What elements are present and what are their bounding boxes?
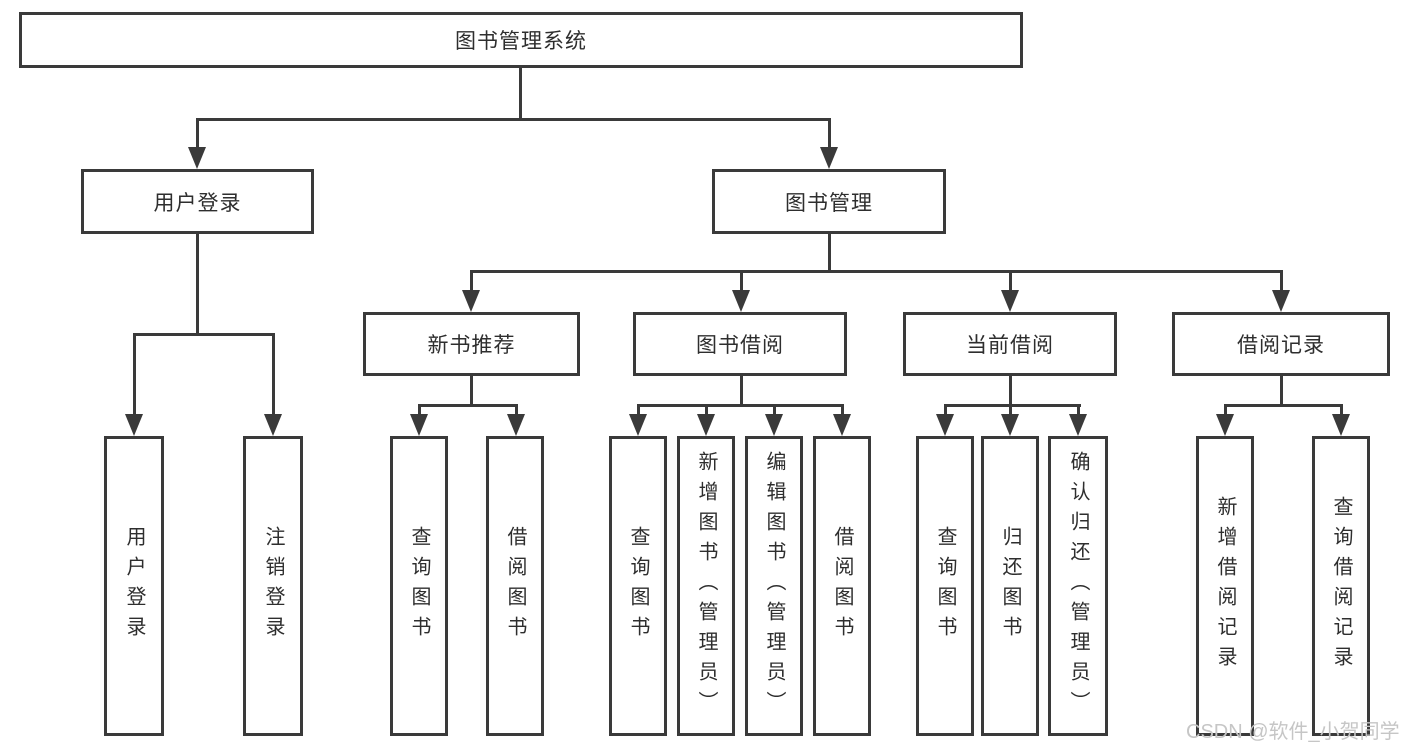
node-book-management: 图书管理 (712, 169, 946, 234)
leaf-user-login: 用户登录 (104, 436, 164, 736)
arrow-down-icon (1272, 290, 1290, 312)
connector-line (827, 234, 831, 272)
leaf-borrow-books-recommend: 借阅图书 (486, 436, 544, 736)
connector-line (704, 404, 708, 416)
connector-line (1279, 376, 1283, 406)
leaf-edit-book-admin: 编辑图书（管理员） (745, 436, 803, 736)
leaf-query-books-recommend: 查询图书 (390, 436, 448, 736)
connector-line (1223, 404, 1227, 416)
node-current-borrowing-label: 当前借阅 (966, 334, 1054, 357)
connector-line (132, 333, 136, 416)
arrow-down-icon (264, 414, 282, 436)
node-book-borrowing-label: 图书借阅 (696, 334, 784, 357)
connector-line (1279, 270, 1283, 292)
connector-line (469, 270, 473, 292)
connector-line (469, 270, 1283, 273)
node-borrowing-records-label: 借阅记录 (1237, 334, 1325, 357)
arrow-down-icon (765, 414, 783, 436)
connector-line (840, 404, 844, 416)
connector-line (943, 404, 947, 416)
csdn-watermark: CSDN @软件_小贺同学 (1186, 721, 1400, 743)
leaf-logout: 注销登录 (243, 436, 303, 736)
node-library-system: 图书管理系统 (19, 12, 1023, 68)
leaf-query-borrow-record: 查询借阅记录 (1312, 436, 1370, 736)
connector-line (417, 404, 518, 407)
connector-line (518, 68, 522, 120)
connector-line (469, 376, 473, 406)
leaf-confirm-return-admin: 确认归还（管理员） (1048, 436, 1108, 736)
node-user-login: 用户登录 (81, 169, 314, 234)
connector-line (1008, 376, 1012, 406)
arrow-down-icon (462, 290, 480, 312)
arrow-down-icon (732, 290, 750, 312)
node-book-management-label: 图书管理 (785, 191, 873, 215)
connector-line (1008, 270, 1012, 292)
leaf-query-books-borrowing-label: 查询图书 (627, 526, 649, 646)
arrow-down-icon (697, 414, 715, 436)
connector-line (1223, 404, 1343, 407)
arrow-down-icon (188, 147, 206, 169)
arrow-down-icon (629, 414, 647, 436)
arrow-down-icon (833, 414, 851, 436)
leaf-query-books-current: 查询图书 (916, 436, 974, 736)
node-current-borrowing: 当前借阅 (903, 312, 1117, 376)
connector-line (195, 118, 831, 121)
connector-line (739, 376, 743, 406)
leaf-add-borrow-record: 新增借阅记录 (1196, 436, 1254, 736)
node-book-borrowing: 图书借阅 (633, 312, 847, 376)
leaf-return-books: 归还图书 (981, 436, 1039, 736)
arrow-down-icon (1001, 290, 1019, 312)
arrow-down-icon (507, 414, 525, 436)
connector-line (132, 333, 275, 336)
leaf-add-borrow-record-label: 新增借阅记录 (1214, 496, 1236, 676)
arrow-down-icon (820, 147, 838, 169)
leaf-confirm-return-admin-label: 确认归还（管理员） (1067, 451, 1089, 721)
connector-line (195, 234, 199, 335)
arrow-down-icon (1216, 414, 1234, 436)
leaf-borrow-books: 借阅图书 (813, 436, 871, 736)
arrow-down-icon (936, 414, 954, 436)
arrow-down-icon (1001, 414, 1019, 436)
connector-line (195, 118, 199, 148)
arrow-down-icon (125, 414, 143, 436)
connector-line (271, 333, 275, 416)
node-new-book-recommendation: 新书推荐 (363, 312, 580, 376)
leaf-edit-book-admin-label: 编辑图书（管理员） (763, 451, 785, 721)
connector-line (943, 404, 1081, 407)
node-user-login-label: 用户登录 (153, 191, 242, 215)
leaf-add-book-admin: 新增图书（管理员） (677, 436, 735, 736)
arrow-down-icon (1069, 414, 1087, 436)
connector-line (417, 404, 421, 416)
node-new-book-recommendation-label: 新书推荐 (427, 334, 516, 357)
arrow-down-icon (410, 414, 428, 436)
leaf-add-book-admin-label: 新增图书（管理员） (695, 451, 717, 721)
leaf-borrow-books-label: 借阅图书 (831, 526, 853, 646)
connector-line (636, 404, 640, 416)
connector-line (827, 118, 831, 148)
leaf-return-books-label: 归还图书 (999, 526, 1021, 646)
leaf-query-borrow-record-label: 查询借阅记录 (1330, 496, 1352, 676)
connector-line (514, 404, 518, 416)
connector-line (739, 270, 743, 292)
connector-line (1008, 404, 1012, 416)
leaf-query-books-current-label: 查询图书 (934, 526, 956, 646)
leaf-user-login-label: 用户登录 (123, 526, 145, 646)
node-library-system-label: 图书管理系统 (455, 30, 587, 53)
node-borrowing-records: 借阅记录 (1172, 312, 1390, 376)
arrow-down-icon (1332, 414, 1350, 436)
leaf-borrow-books-recommend-label: 借阅图书 (504, 526, 526, 646)
leaf-query-books-recommend-label: 查询图书 (408, 526, 430, 646)
leaf-query-books-borrowing: 查询图书 (609, 436, 667, 736)
connector-line (1076, 404, 1080, 416)
connector-line (636, 404, 844, 407)
connector-line (1339, 404, 1343, 416)
connector-line (772, 404, 776, 416)
leaf-logout-label: 注销登录 (262, 526, 284, 646)
